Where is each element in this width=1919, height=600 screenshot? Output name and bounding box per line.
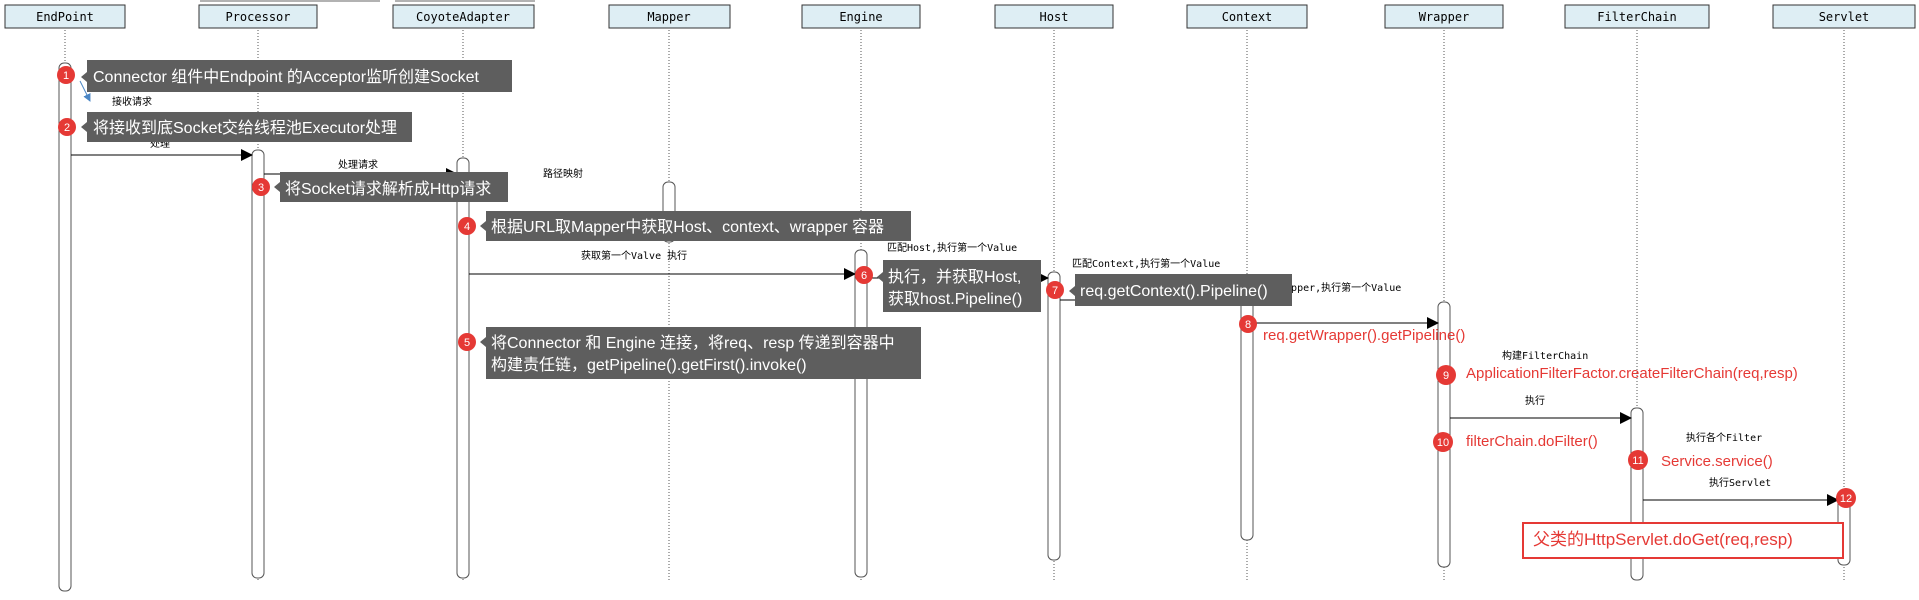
message-label-receive: 接收请求	[112, 95, 152, 108]
red-note-11: Service.service()	[1661, 453, 1773, 470]
callout-text-7: req.getContext().Pipeline()	[1080, 283, 1268, 300]
callout-box-1	[81, 60, 512, 92]
message-label-first-valve: 获取第一个Valve 执行	[581, 249, 687, 262]
step-badge-9-num: 9	[1443, 370, 1449, 382]
step-badge-5-num: 5	[464, 337, 470, 349]
final-note-text: 父类的HttpServlet.doGet(req,resp)	[1533, 530, 1793, 549]
step-badge-2-num: 2	[64, 122, 70, 134]
participant-box-processor	[198, 4, 318, 29]
step-badge-4-num: 4	[464, 221, 470, 233]
message-label-mapping: 路径映射	[543, 167, 583, 180]
participant-label-host: Host	[1040, 10, 1069, 24]
step-badge-8-num: 8	[1245, 319, 1251, 331]
red-notes: req.getWrapper().getPipeline() Applicati…	[1263, 327, 1798, 470]
callout-box-2	[81, 112, 412, 142]
step-badge-5	[458, 333, 476, 351]
step-badge-12	[1836, 488, 1856, 508]
step-badge-1	[57, 66, 75, 84]
participant-headers: EndPoint Processor CoyoteAdapter Mapper …	[4, 4, 1916, 29]
step-badge-10	[1433, 432, 1453, 452]
red-note-9: ApplicationFilterFactor.createFilterChai…	[1466, 365, 1798, 382]
participant-label-context: Context	[1222, 10, 1273, 24]
callout-text-2: 将接收到底Socket交给线程池Executor处理	[93, 119, 397, 137]
message-arrow-receive	[79, 80, 91, 102]
participant-label-coyoteadapter: CoyoteAdapter	[416, 10, 510, 24]
participant-box-host	[994, 4, 1114, 29]
participant-label-engine: Engine	[839, 10, 882, 24]
step-badge-4	[458, 217, 476, 235]
step-badge-1-num: 1	[63, 70, 69, 82]
activation-bars	[58, 62, 1851, 592]
participant-box-engine	[801, 4, 921, 29]
message-label-handle: 处理请求	[338, 158, 378, 171]
participant-box-context	[1186, 4, 1308, 29]
callout-box-7	[1069, 274, 1292, 306]
callout-text-1: Connector 组件中Endpoint 的Acceptor监听创建Socke…	[93, 68, 479, 86]
participant-box-coyoteadapter	[392, 4, 535, 29]
message-label-execute: 执行	[1525, 394, 1545, 407]
activation-engine	[854, 249, 868, 578]
callout-text-5a: 将Connector 和 Engine 连接，将req、resp 传递到容器中	[491, 334, 895, 352]
step-badge-7	[1046, 281, 1064, 299]
message-label-match-host: 匹配Host,执行第一个Value	[887, 241, 1017, 254]
participant-box-endpoint	[4, 4, 126, 29]
step-badge-10-num: 10	[1437, 437, 1449, 449]
participant-label-mapper: Mapper	[647, 10, 690, 24]
activation-endpoint	[58, 62, 72, 592]
step-badge-11-num: 11	[1632, 455, 1643, 467]
callout-text-3: 将Socket请求解析成Http请求	[285, 180, 491, 198]
step-badge-2	[58, 118, 76, 136]
message-label-match-context: 匹配Context,执行第一个Value	[1072, 257, 1220, 270]
activation-coyoteadapter	[456, 157, 470, 579]
message-label-build-chain: 构建FilterChain	[1502, 349, 1588, 362]
callout-box-3	[274, 172, 508, 202]
callout-box-6	[877, 260, 1041, 312]
step-badge-12-num: 12	[1840, 493, 1852, 505]
callout-box-4	[480, 211, 911, 241]
step-badge-11	[1628, 450, 1648, 470]
step-badge-9	[1436, 365, 1456, 385]
participant-box-wrapper	[1384, 4, 1504, 29]
final-note-box	[1522, 522, 1844, 559]
participant-box-mapper	[608, 4, 731, 29]
step-badges: 1 2 3 4 5 6 7 8 9 10 11 12	[57, 66, 1856, 508]
red-note-10: filterChain.doFilter()	[1466, 433, 1598, 450]
step-badge-3-num: 3	[258, 182, 264, 194]
callouts: Connector 组件中Endpoint 的Acceptor监听创建Socke…	[81, 60, 1292, 379]
step-badge-7-num: 7	[1052, 285, 1058, 297]
callout-text-4: 根据URL取Mapper中获取Host、context、wrapper 容器	[491, 218, 884, 236]
step-badge-6-num: 6	[861, 270, 867, 282]
red-note-8: req.getWrapper().getPipeline()	[1263, 327, 1465, 344]
participant-label-endpoint: EndPoint	[36, 10, 94, 24]
final-note: 父类的HttpServlet.doGet(req,resp)	[1522, 522, 1844, 559]
activation-host	[1047, 271, 1061, 561]
step-badge-8	[1239, 315, 1257, 333]
callout-text-6a: 执行，并获取Host,	[888, 268, 1021, 286]
message-label-exec-filters: 执行各个Filter	[1686, 431, 1762, 444]
callout-box-5	[480, 327, 921, 379]
participant-label-processor: Processor	[225, 10, 290, 24]
message-label-exec-servlet: 执行Servlet	[1709, 476, 1771, 489]
step-badge-3	[252, 178, 270, 196]
participant-box-servlet	[1772, 4, 1916, 29]
participant-label-wrapper: Wrapper	[1419, 10, 1470, 24]
participant-box-filterchain	[1564, 4, 1710, 29]
participant-label-servlet: Servlet	[1819, 10, 1870, 24]
activation-processor	[251, 149, 265, 579]
callout-text-5b: 构建责任链，getPipeline().getFirst().invoke()	[491, 356, 807, 374]
participant-label-filterchain: FilterChain	[1597, 10, 1676, 24]
callout-text-6b: 获取host.Pipeline()	[888, 290, 1022, 308]
step-badge-6	[855, 266, 873, 284]
